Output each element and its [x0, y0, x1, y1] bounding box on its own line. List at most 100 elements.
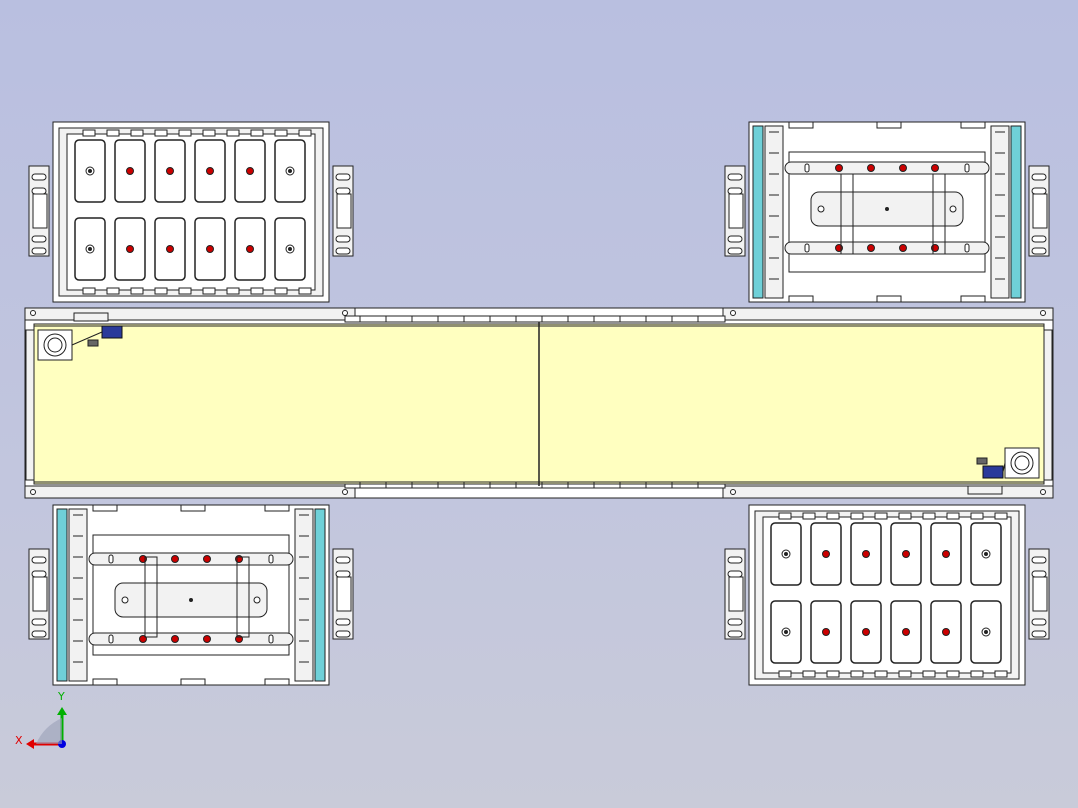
tray-tab	[994, 670, 1008, 678]
stations	[28, 121, 1050, 686]
clamp-block	[32, 193, 48, 229]
tray-cell-pin	[206, 167, 214, 175]
pin-bar	[88, 552, 294, 566]
sensor-plug	[87, 339, 99, 347]
rail-accent-left	[752, 125, 764, 299]
tray-cell-hole-center	[88, 247, 92, 251]
rail-accent-right	[1010, 125, 1022, 299]
axis-y-arrow	[57, 707, 67, 715]
bracket	[264, 678, 290, 686]
bolt	[30, 310, 36, 316]
clamp-slot	[727, 247, 743, 255]
clamp-block	[1032, 193, 1048, 229]
tray-tab	[898, 512, 912, 520]
clamp-slot	[31, 187, 47, 195]
clamp-block	[336, 576, 352, 612]
tray-tab	[178, 287, 192, 295]
bracket	[788, 121, 814, 129]
bracket	[180, 504, 206, 512]
tray-cell-pin	[246, 245, 254, 253]
tray-tab	[82, 287, 96, 295]
lifter-station-top-right	[748, 121, 1026, 303]
tray-tab	[898, 670, 912, 678]
lifter-station-top-right-clamp-left	[724, 165, 746, 257]
pin-slot	[964, 243, 970, 253]
rail-right	[990, 125, 1010, 299]
tray-tab	[106, 129, 120, 137]
lifter-station-bottom-left-clamp-right	[332, 548, 354, 640]
lifter-pin	[867, 244, 875, 252]
bracket	[960, 121, 986, 129]
tray-inner	[66, 133, 316, 291]
post	[144, 556, 158, 638]
tray-cell-pin	[902, 550, 910, 558]
sensor-cable	[1002, 462, 1006, 473]
tray-tab	[946, 670, 960, 678]
lifter-pin	[203, 555, 211, 563]
sensor-connector	[101, 325, 123, 339]
lifter-pin	[899, 164, 907, 172]
clamp-block	[728, 193, 744, 229]
clamp-slot	[335, 235, 351, 243]
clamp-slot	[31, 235, 47, 243]
tray-tab	[202, 287, 216, 295]
tray-tab	[106, 287, 120, 295]
clamp-slot	[31, 618, 47, 626]
tray-tab	[82, 129, 96, 137]
clamp-slot	[727, 630, 743, 638]
tray-tab	[274, 287, 288, 295]
sensor-ring-inner	[1014, 455, 1030, 471]
tray-cell-pin	[246, 167, 254, 175]
pin-slot	[804, 163, 810, 173]
tray-station-top-left	[52, 121, 330, 303]
tray-cell-hole-center	[784, 630, 788, 634]
clamp-slot	[1031, 618, 1047, 626]
clamp-slot	[1031, 235, 1047, 243]
tray-inner	[762, 516, 1012, 674]
conveyor	[24, 307, 1054, 499]
rail-left	[68, 508, 88, 682]
clamp-slot	[31, 570, 47, 578]
drive-roller-right	[1043, 329, 1053, 481]
clamp-slot	[727, 187, 743, 195]
drive-roller-left	[25, 329, 35, 481]
tray-station-top-left-clamp-right	[332, 165, 354, 257]
rail-left	[764, 125, 784, 299]
tray-tab	[826, 670, 840, 678]
bolt	[30, 489, 36, 495]
clamp-slot	[1031, 570, 1047, 578]
clamp-slot	[727, 173, 743, 181]
tray-tab	[298, 129, 312, 137]
axis-plane-shade	[36, 718, 62, 744]
bolt	[730, 489, 736, 495]
rail-accent-right	[314, 508, 326, 682]
tray-tab	[130, 287, 144, 295]
lifter-pin	[203, 635, 211, 643]
tray-tab	[970, 512, 984, 520]
lifter-station-bottom-left-clamp-left	[28, 548, 50, 640]
plate-center	[189, 598, 193, 602]
clamp-slot	[31, 173, 47, 181]
tray-tab	[250, 129, 264, 137]
clamp-slot	[1031, 173, 1047, 181]
tray-tab	[778, 512, 792, 520]
tray-tab	[202, 129, 216, 137]
clamp-slot	[727, 235, 743, 243]
axis-y-label: Y	[57, 690, 65, 703]
tray-cell-pin	[942, 628, 950, 636]
bracket	[876, 121, 902, 129]
tray-station-bottom-right	[748, 504, 1026, 686]
pin-slot	[268, 634, 274, 644]
tray-cell-pin	[206, 245, 214, 253]
pin-bar	[88, 632, 294, 646]
tray-tab	[922, 512, 936, 520]
sensor-cable	[71, 331, 103, 346]
tray-cell-pin	[126, 167, 134, 175]
rail-right	[294, 508, 314, 682]
lifter-pin	[171, 555, 179, 563]
tray-tab	[874, 512, 888, 520]
tray-cell-pin	[822, 628, 830, 636]
tray-station-top-left-clamp-left	[28, 165, 50, 257]
post	[932, 173, 946, 255]
